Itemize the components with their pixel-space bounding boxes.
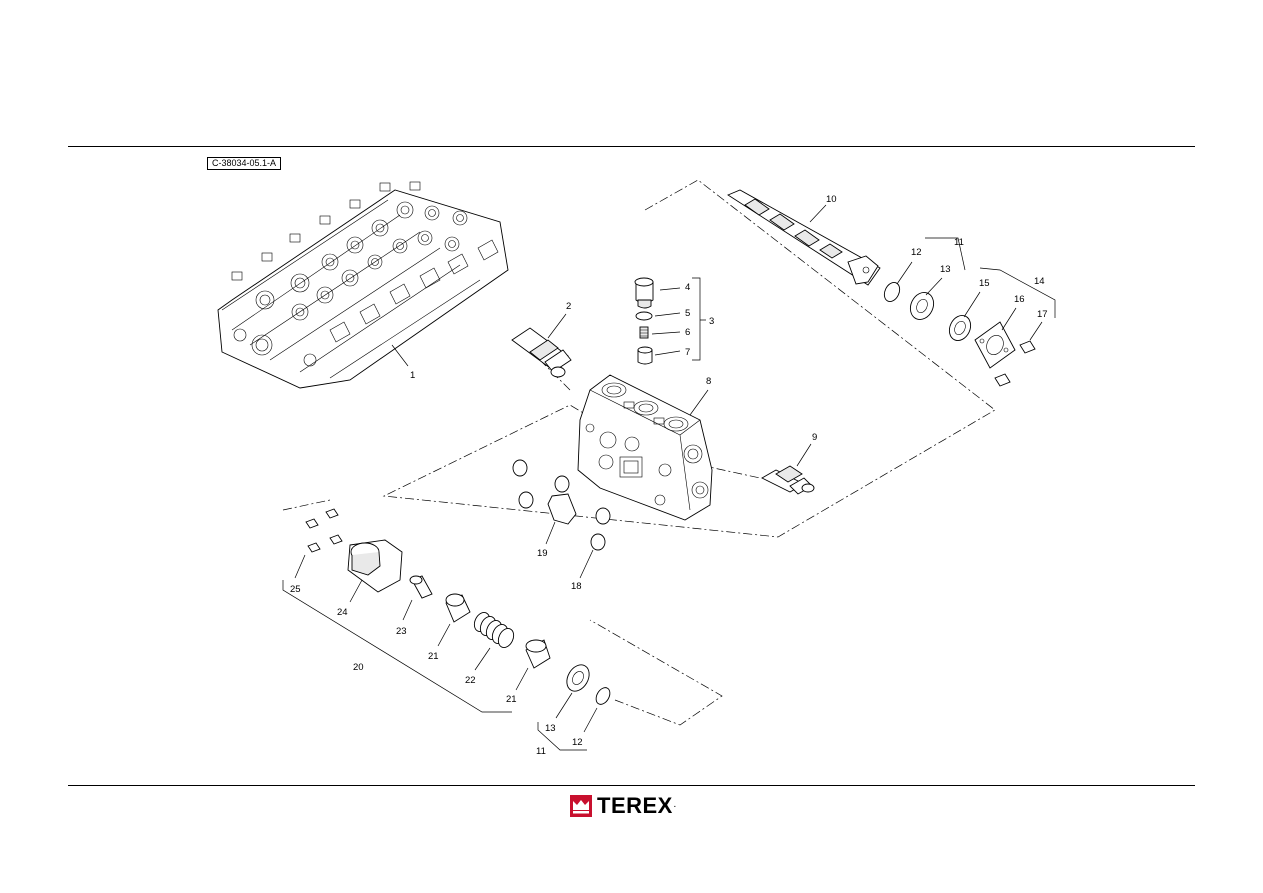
callout-18: 18 — [571, 581, 582, 592]
callout-19: 19 — [537, 548, 548, 559]
callout-2: 2 — [566, 301, 571, 312]
callout-6: 6 — [685, 327, 690, 338]
brand-mark: . — [673, 802, 677, 809]
callout-12-lower: 12 — [572, 737, 583, 748]
callout-13-upper: 13 — [940, 264, 951, 275]
bottom-rule — [68, 785, 1195, 786]
callout-23: 23 — [396, 626, 407, 637]
callout-1: 1 — [410, 370, 415, 381]
spring-end-kit — [282, 508, 611, 751]
callout-5: 5 — [685, 308, 690, 319]
callout-11-lower: 11 — [536, 746, 546, 757]
relief-cartridge — [511, 313, 572, 378]
callout-16: 16 — [1014, 294, 1025, 305]
callout-15: 15 — [979, 278, 990, 289]
end-cap-kit — [948, 267, 1056, 387]
terex-crown-logo-icon — [570, 795, 592, 817]
check-valve-group — [634, 277, 706, 365]
callout-24: 24 — [337, 607, 348, 618]
spool — [727, 189, 881, 286]
callout-12-upper: 12 — [911, 247, 922, 258]
brand-name: TEREX — [597, 793, 673, 818]
callout-25: 25 — [290, 584, 301, 595]
callout-labels: 1 2 3 4 5 6 7 8 9 10 11 12 13 14 15 16 1… — [290, 194, 1048, 757]
figure-id-label: C-38034-05.1-A — [207, 157, 282, 170]
callout-20: 20 — [353, 662, 364, 673]
callout-3: 3 — [709, 316, 714, 327]
callout-8: 8 — [706, 376, 711, 387]
callout-4: 4 — [685, 282, 690, 293]
callout-10: 10 — [826, 194, 837, 205]
callout-13-lower: 13 — [545, 723, 556, 734]
callout-21-right: 21 — [506, 694, 517, 705]
load-check-cartridge — [761, 443, 815, 495]
callout-21-left: 21 — [428, 651, 439, 662]
callout-7: 7 — [685, 347, 690, 358]
callout-11-upper: 11 — [954, 237, 964, 248]
top-rule — [68, 146, 1195, 147]
brand-wordmark: TEREX. — [597, 795, 676, 817]
brand-logo: TEREX. — [570, 794, 676, 818]
callout-14: 14 — [1034, 276, 1045, 287]
callout-9: 9 — [812, 432, 817, 443]
callout-22: 22 — [465, 675, 476, 686]
callout-17: 17 — [1037, 309, 1048, 320]
seals-body — [512, 459, 611, 579]
valve-bank-assembly — [217, 181, 509, 389]
spool-seals-upper — [883, 237, 966, 320]
valve-section-body — [577, 374, 713, 521]
